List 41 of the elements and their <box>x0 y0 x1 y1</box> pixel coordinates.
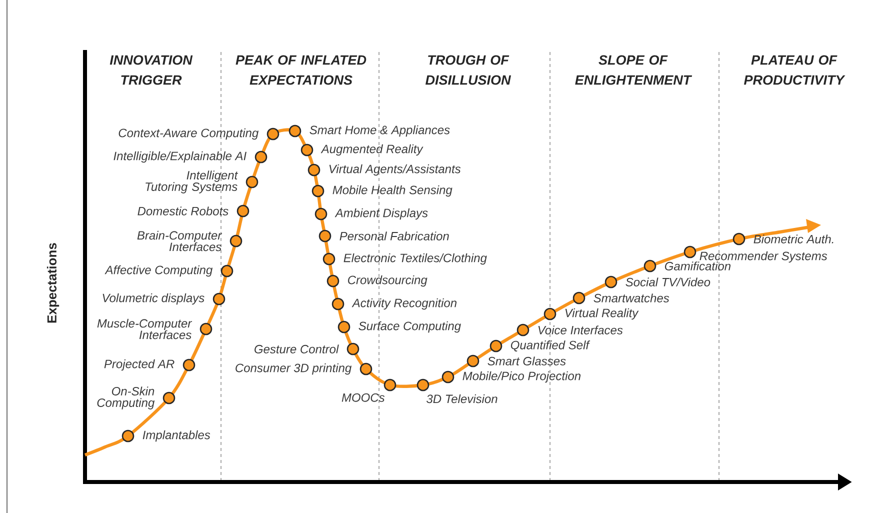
point-label: Gamification <box>664 262 730 270</box>
point-label: Projected AR <box>104 359 174 371</box>
point-label: Virtual Agents/Assistants <box>329 164 461 176</box>
point-label: Smart Home & Appliances <box>310 125 450 137</box>
point-label: Voice Interfaces <box>538 326 623 334</box>
point-label: Muscle-Computer Interfaces <box>97 318 192 340</box>
point-label: Volumetric displays <box>102 293 204 305</box>
point-label: Augmented Reality <box>320 144 424 156</box>
point-label: Implantables <box>142 430 210 442</box>
point-label: Context-Aware Computing <box>118 128 259 140</box>
point-label: Virtual Reality <box>565 308 639 320</box>
point-label: Gesture Control <box>254 344 339 354</box>
point-label: Domestic Robots <box>138 206 228 216</box>
point-label: Social TV/Video <box>626 278 710 286</box>
point-label: Recommender Systems <box>700 251 828 263</box>
point-label: MOOCs <box>342 393 385 402</box>
point-label: Activity Recognition <box>352 298 456 310</box>
point-label: Consumer 3D printing <box>236 363 352 375</box>
point-label: Intelligible/Explainable AI <box>114 151 246 163</box>
point-label: Smartwatches <box>594 294 670 302</box>
point-label: Biometric Auth. <box>754 234 834 244</box>
phase-heading: INNOVATION TRIGGER <box>110 55 193 85</box>
axis-title: Expectations <box>46 243 60 323</box>
point-label: Ambient Displays <box>334 208 428 220</box>
phase-heading: PEAK OF INFLATED EXPECTATIONS <box>236 55 366 85</box>
point-label: Intelligent Tutoring Systems <box>146 170 238 194</box>
point-label: Quantified Self <box>510 340 590 352</box>
point-label: On-Skin Computing <box>97 386 155 410</box>
point-label: Surface Computing <box>358 321 461 333</box>
point-label: Crowdsourcing <box>348 275 428 287</box>
point-label: Personal Fabrication <box>340 232 449 240</box>
point-label: Smart Glasses <box>488 356 566 366</box>
point-label: Brain-Computer Interfaces <box>137 230 222 252</box>
phase-heading: TROUGH OF DISILLUSION <box>426 55 511 85</box>
phase-heading: SLOPE OF ENLIGHTENMENT <box>575 55 692 85</box>
point-label: Mobile/Pico Projection <box>462 371 580 383</box>
point-label: 3D Television <box>426 394 498 404</box>
point-label: Affective Computing <box>104 265 213 277</box>
phase-heading: PLATEAU OF PRODUCTIVITY <box>744 55 846 85</box>
point-label: Electronic Textiles/Clothing <box>344 253 487 265</box>
point-label: Mobile Health Sensing <box>332 185 452 197</box>
